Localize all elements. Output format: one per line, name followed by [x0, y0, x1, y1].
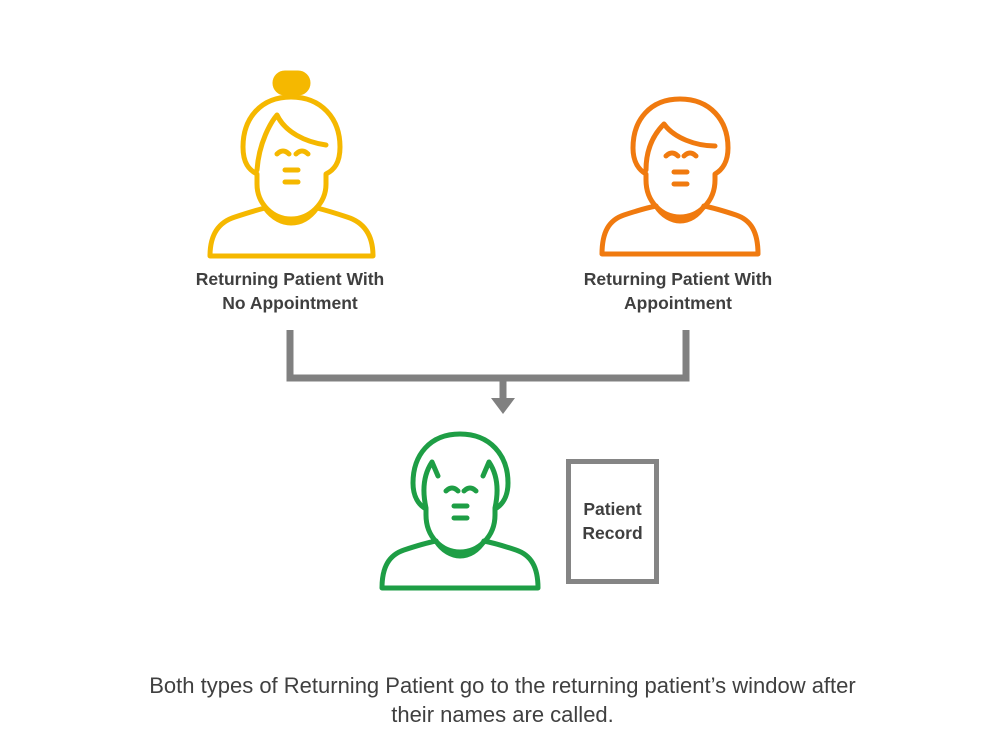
arrow-head-icon — [491, 398, 515, 414]
node-label-no-appointment: Returning Patient With No Appointment — [160, 267, 420, 315]
document-icon: Patient Record — [566, 459, 659, 584]
person-icon — [599, 96, 761, 257]
node-label-with-appointment: Returning Patient With Appointment — [548, 267, 808, 315]
label-line: Patient — [583, 499, 642, 519]
woman-with-bun-icon — [207, 70, 376, 259]
caption-line: their names are called. — [391, 702, 614, 727]
connector-lines — [286, 330, 690, 400]
label-line: Returning Patient With — [583, 269, 773, 289]
label-line: Record — [582, 523, 643, 543]
label-line: Returning Patient With — [195, 269, 385, 289]
patient-record-label: Patient Record — [571, 497, 654, 545]
bald-person-icon — [379, 431, 541, 591]
caption-line: Both types of Returning Patient go to th… — [149, 673, 856, 698]
label-line: No Appointment — [222, 293, 358, 313]
label-line: Appointment — [624, 293, 732, 313]
caption: Both types of Returning Patient go to th… — [60, 671, 945, 729]
